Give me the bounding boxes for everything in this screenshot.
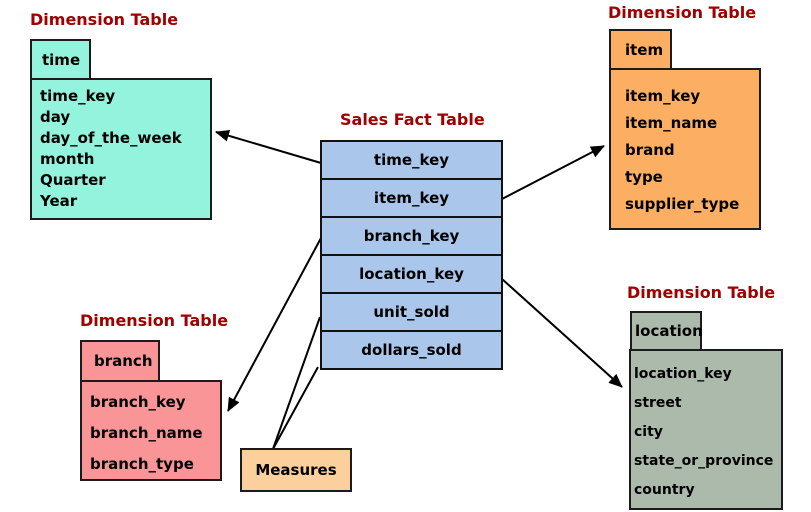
fact-row-item-key: item_key (320, 178, 503, 218)
location-table-body: location_key street city state_or_provin… (629, 349, 783, 510)
location-dimension-title: Dimension Table (627, 283, 776, 302)
arrow-fact-to-location (501, 278, 623, 388)
branch-table-tab: branch (80, 340, 160, 382)
arrow-fact-to-branch (227, 237, 322, 412)
time-field: Quarter (40, 171, 106, 189)
item-field: item_name (625, 114, 718, 132)
time-field: day (40, 108, 71, 126)
arrow-fact-to-time (215, 129, 322, 164)
location-field: street (634, 395, 682, 411)
fact-row-branch-key: branch_key (320, 216, 503, 256)
item-table-tab: item (609, 29, 672, 70)
fact-row-time-key: time_key (320, 140, 503, 180)
fact-row-unit-sold: unit_sold (320, 292, 503, 332)
arrow-fact-to-item (501, 145, 605, 200)
time-field: time_key (40, 87, 116, 105)
branch-dimension-title: Dimension Table (80, 311, 229, 330)
location-field: state_or_province (634, 453, 774, 469)
item-dimension-title: Dimension Table (608, 3, 757, 22)
fact-row-dollars-sold: dollars_sold (320, 330, 503, 370)
time-field: Year (40, 192, 78, 210)
branch-table-body: branch_key branch_name branch_type (80, 380, 222, 481)
time-table-tab: time (30, 39, 91, 80)
item-field: brand (625, 141, 675, 159)
item-field: item_key (625, 87, 701, 105)
item-table-body: item_key item_name brand type supplier_t… (609, 68, 761, 230)
time-table-body: time_key day day_of_the_week month Quart… (30, 78, 212, 220)
location-field: location_key (634, 366, 732, 382)
fact-table: time_key item_key branch_key location_ke… (320, 140, 503, 370)
location-field: city (634, 424, 663, 440)
branch-field: branch_type (90, 455, 194, 473)
time-field: month (40, 150, 95, 168)
time-field: day_of_the_week (40, 129, 182, 147)
time-dimension-title: Dimension Table (30, 10, 179, 29)
location-field: country (634, 482, 695, 498)
location-table-tab: location (630, 311, 703, 351)
item-field: supplier_type (625, 195, 740, 213)
branch-field: branch_name (90, 424, 203, 442)
item-field: type (625, 168, 663, 186)
branch-field: branch_key (90, 393, 186, 411)
measures-box: Measures (240, 448, 352, 492)
line-measures-to-unit-sold (272, 316, 321, 450)
fact-table-title: Sales Fact Table (340, 110, 485, 129)
line-measures-to-dollars-sold (272, 366, 319, 450)
fact-row-location-key: location_key (320, 254, 503, 294)
